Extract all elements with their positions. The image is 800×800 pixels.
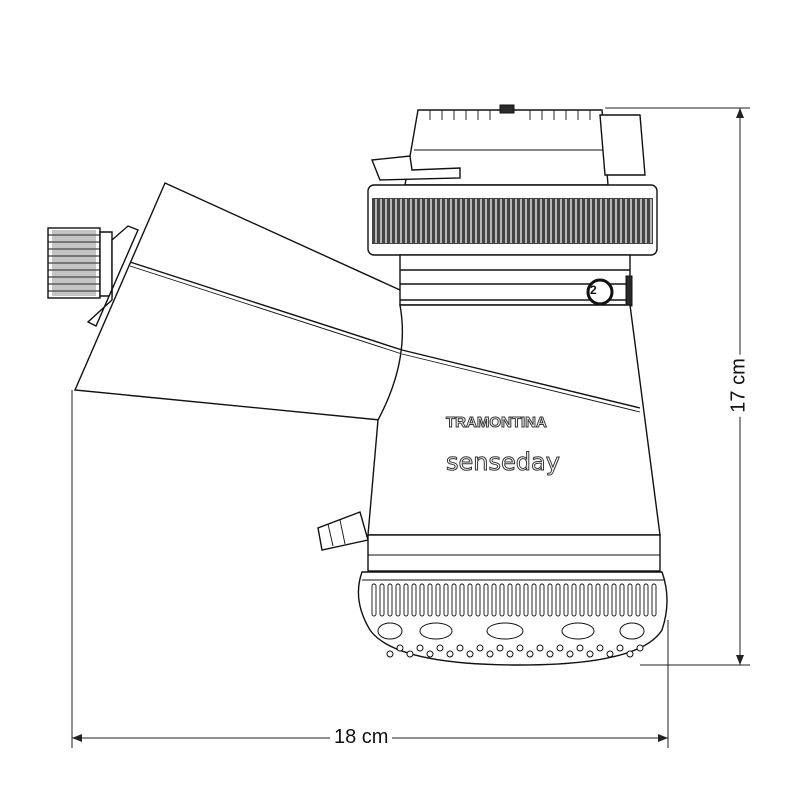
width-dimension-label: 18 cm — [330, 726, 393, 749]
lower-collar — [367, 534, 661, 572]
drain-hose-barb — [317, 511, 369, 551]
model-name: senseday — [446, 448, 561, 477]
temperature-dial[interactable] — [586, 278, 614, 306]
top-cap — [371, 104, 646, 186]
dial-setting-label: 2 — [590, 283, 597, 297]
shower-head — [357, 571, 668, 666]
knurled-ring — [367, 184, 658, 256]
height-dimension-label: 17 cm — [727, 354, 751, 417]
neck — [399, 254, 633, 307]
brand-logo-text: TRAMONTINA — [446, 414, 548, 432]
threaded-inlet — [47, 225, 139, 327]
shower-arm — [73, 182, 406, 421]
